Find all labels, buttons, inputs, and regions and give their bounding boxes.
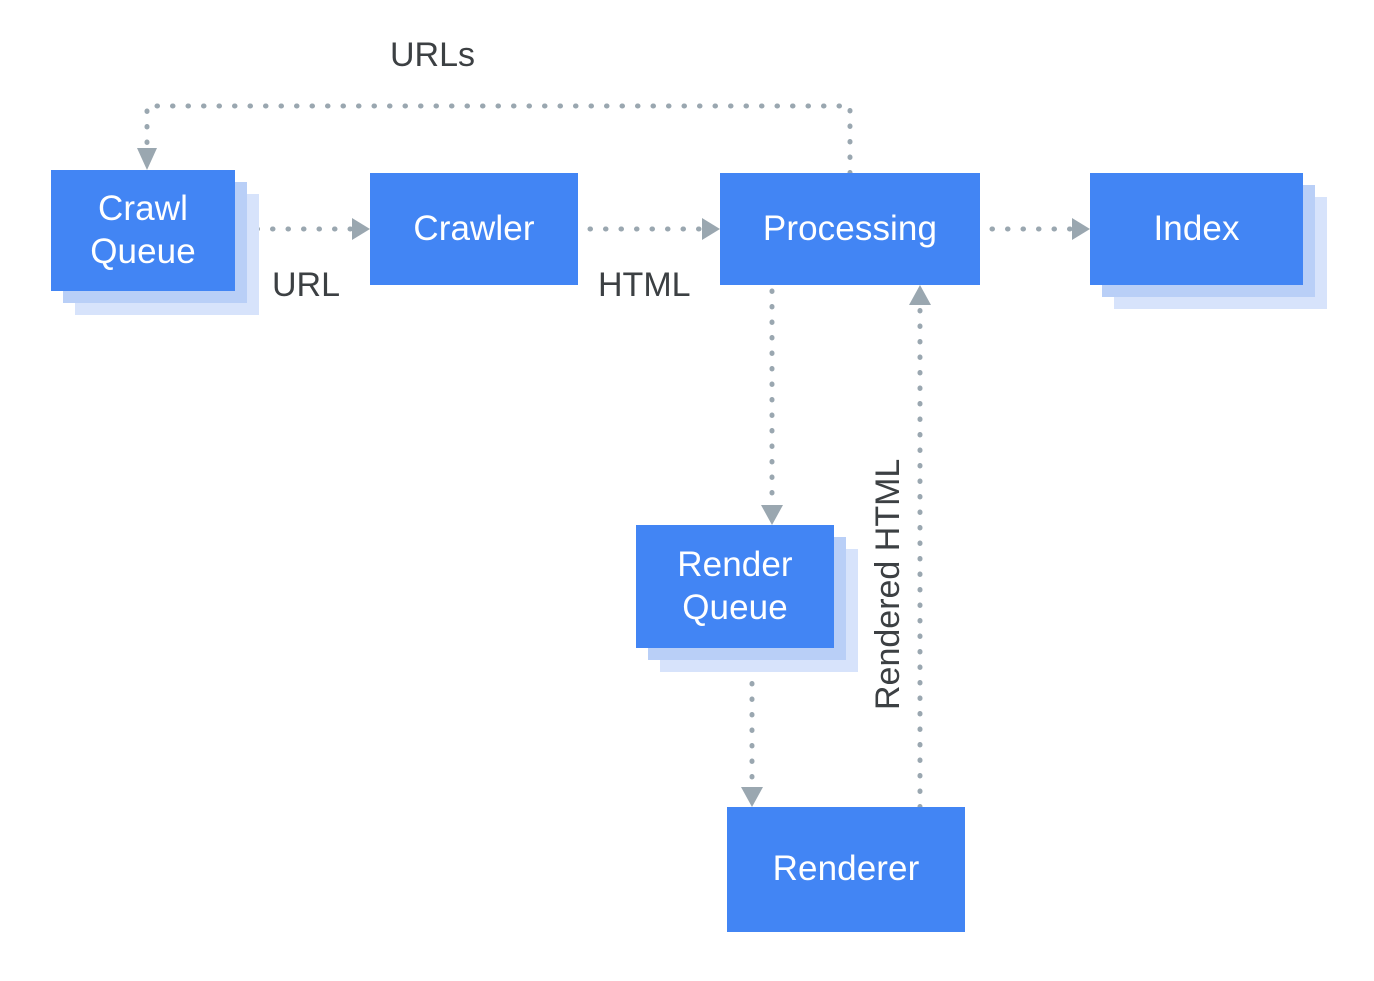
node-body: Processing [720, 173, 980, 285]
edge-arrowhead-processing-left [702, 218, 720, 240]
node-index[interactable]: Index [1090, 173, 1327, 309]
node-label-crawler: Crawler [413, 208, 535, 248]
node-label-index: Index [1153, 208, 1240, 248]
node-body: Render Queue [636, 525, 834, 648]
node-crawler[interactable]: Crawler [370, 173, 578, 285]
node-label-processing: Processing [762, 208, 938, 248]
edge-arrowhead-renderer [741, 787, 763, 807]
node-crawl-queue[interactable]: Crawl Queue [51, 170, 259, 315]
node-label-renderer: Renderer [772, 849, 920, 889]
edge-arrowhead-crawler [352, 218, 370, 240]
node-body: Renderer [727, 807, 965, 932]
node-body: Crawl Queue [51, 170, 235, 291]
node-body: Crawler [370, 173, 578, 285]
node-render-queue[interactable]: Render Queue [636, 525, 858, 672]
node-processing[interactable]: Processing [720, 173, 980, 285]
node-label-crawl-queue: Crawl Queue [90, 188, 196, 271]
edge-label-rendered-html: Rendered HTML [869, 458, 907, 710]
edge-label-urls: URLs [390, 36, 476, 74]
node-renderer[interactable]: Renderer [727, 807, 965, 932]
node-body: Index [1090, 173, 1303, 285]
node-label-render-queue: Render Queue [677, 544, 793, 627]
edge-label-html: HTML [598, 266, 691, 304]
edge-label-url: URL [272, 266, 341, 304]
edge-arrowhead-crawl-queue [137, 148, 157, 170]
edge-arrowhead-index [1072, 218, 1090, 240]
edge-line-processing-to-crawl-queue [144, 103, 853, 176]
edge-arrowhead-render-queue [761, 505, 783, 525]
edge-arrowhead-processing-bottom [909, 285, 931, 305]
